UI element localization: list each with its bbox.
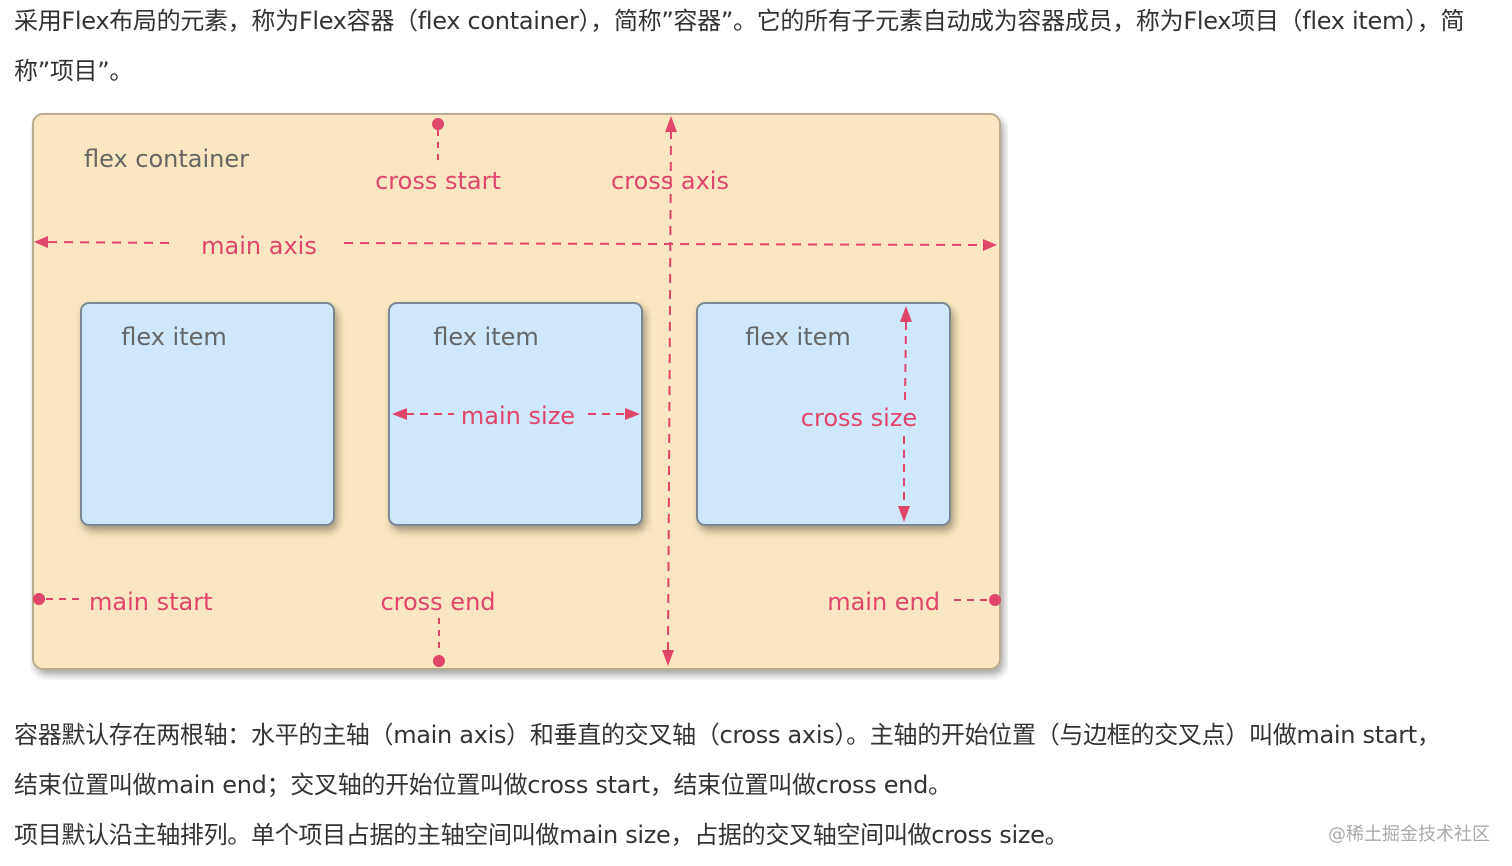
cross-start-label: cross start xyxy=(375,167,501,195)
main-axis-left-arrow-icon xyxy=(34,236,48,248)
main-size-left-arrow-icon xyxy=(392,408,407,420)
cross-size-bottom-arrow-icon xyxy=(898,506,910,522)
main-end-label: main end xyxy=(827,588,940,616)
axes-paragraph-line-1: 容器默认存在两根轴：水平的主轴（main axis）和垂直的交叉轴（cross … xyxy=(14,721,1441,749)
flex-container-label: flex container xyxy=(84,145,249,173)
axes-paragraph-line-2: 结束位置叫做main end；交叉轴的开始位置叫做cross start，结束位… xyxy=(14,771,952,799)
main-start-dot-icon xyxy=(33,593,45,605)
flex-item-box-2 xyxy=(388,302,643,526)
cross-axis-label: cross axis xyxy=(611,167,729,195)
cross-axis-bottom-arrow-icon xyxy=(662,650,674,666)
flex-item-label-3: flex item xyxy=(745,323,851,351)
main-axis-right-arrow-icon xyxy=(983,239,997,251)
flex-item-label-2: flex item xyxy=(433,323,539,351)
items-paragraph: 项目默认沿主轴排列。单个项目占据的主轴空间叫做main size，占据的交叉轴空… xyxy=(14,821,1069,849)
intro-paragraph: 采用Flex布局的元素，称为Flex容器（flex container），简称”… xyxy=(14,7,1465,85)
watermark: @稀土掘金技术社区 xyxy=(1328,824,1490,845)
main-end-dot-icon xyxy=(989,594,1001,606)
cross-axis-top-arrow-icon xyxy=(665,116,677,132)
main-axis-line xyxy=(47,241,983,246)
flex-item-label-1: flex item xyxy=(121,323,227,351)
main-start-label: main start xyxy=(89,588,213,616)
cross-size-top-arrow-icon xyxy=(900,306,912,322)
main-size-label: main size xyxy=(461,402,575,430)
cross-start-dot-icon xyxy=(432,118,444,130)
main-size-right-arrow-icon xyxy=(625,408,640,420)
flex-diagram: flex container cross start cross axis ma… xyxy=(30,110,1008,680)
cross-end-dot-icon xyxy=(433,655,445,667)
flex-item-box-1 xyxy=(80,302,335,526)
main-axis-label: main axis xyxy=(201,232,317,260)
flex-item-box-3 xyxy=(696,302,951,526)
cross-size-label: cross size xyxy=(801,404,917,432)
cross-end-label: cross end xyxy=(380,588,495,616)
cross-axis-line xyxy=(667,129,672,653)
